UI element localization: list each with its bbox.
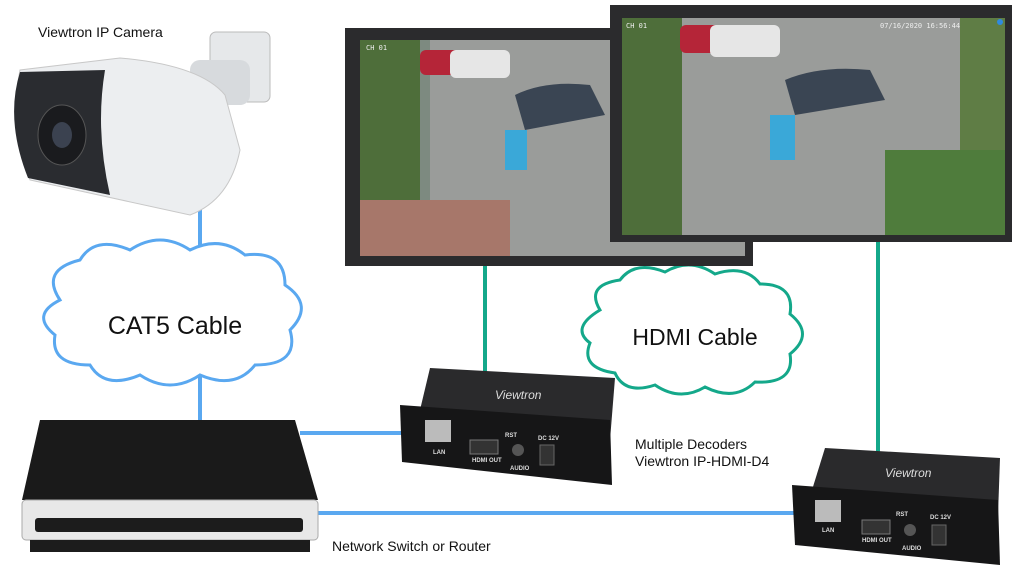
decoder2-dc-label: DC 12V (930, 515, 952, 521)
decoder2-brand: Viewtron (885, 466, 932, 480)
decoders-label-line1: Multiple Decoders (635, 436, 748, 452)
decoders-label-line2: Viewtron IP-HDMI-D4 (635, 453, 770, 469)
cat5-cloud (42, 238, 303, 387)
router-label: Network Switch or Router (332, 538, 491, 554)
decoder2-lan-label: LAN (822, 528, 835, 534)
decoder1-dc-label: DC 12V (538, 436, 560, 442)
decoder1-audio-label: AUDIO (510, 466, 530, 472)
cat5-cloud-label: CAT5 Cable (107, 312, 243, 340)
decoder1-brand: Viewtron (495, 388, 542, 402)
decoder-2 (792, 448, 1000, 565)
network-router-image (21, 420, 319, 552)
hdmi-cloud-label: HDMI Cable (632, 324, 758, 350)
monitor2-channel: CH 01 (626, 22, 648, 30)
monitor-2 (610, 5, 1012, 242)
decoder1-hdmi-label: HDMI OUT (472, 458, 502, 464)
decoder1-rst-label: RST (505, 433, 517, 439)
decoder2-hdmi-label: HDMI OUT (862, 538, 892, 544)
monitor1-channel: CH 01 (366, 44, 388, 52)
monitor2-timestamp: 07/16/2020 16:56:44 (880, 22, 961, 30)
decoder2-rst-label: RST (896, 512, 908, 518)
decoder2-audio-label: AUDIO (902, 546, 922, 552)
decoders-label: Multiple Decoders Viewtron IP-HDMI-D4 (635, 436, 769, 470)
decoder1-lan-label: LAN (433, 450, 446, 456)
ip-camera-image (14, 31, 271, 216)
hdmi-cloud (580, 263, 804, 396)
decoder-1 (400, 368, 615, 485)
camera-label: Viewtron IP Camera (38, 24, 163, 40)
